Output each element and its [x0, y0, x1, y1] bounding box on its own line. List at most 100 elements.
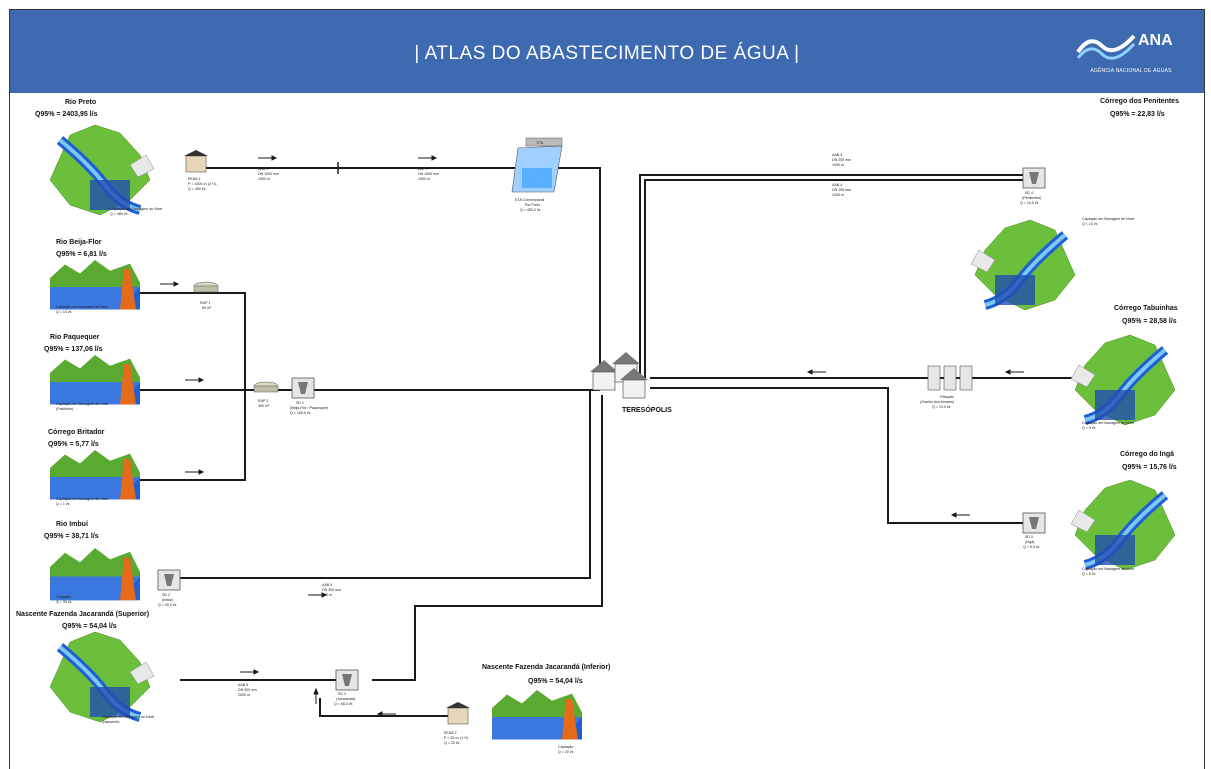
- britador-name: Córrego Britador: [48, 429, 105, 436]
- rap2-sub: 300 m³: [258, 404, 270, 408]
- header-bar: | ATLAS DO ABASTECIMENTO DE ÁGUA | ANA A…: [10, 10, 1204, 93]
- pipe-penitentes-2: [644, 179, 1025, 380]
- pipe-imbui: [180, 390, 591, 579]
- filtracao-cap: Q = 10,0 l/s: [932, 405, 951, 409]
- eeab1-sub: P = 1000 cv (2+1): [188, 182, 217, 186]
- aat2-sub: DN 1000 mm: [418, 172, 439, 176]
- aat4-sub: DN 150 mm: [832, 188, 851, 192]
- water-supply-diagram: ETA Rio Preto: [16, 98, 1205, 754]
- beija-flor-caption2: Q = 10 l/s: [56, 310, 72, 314]
- eeab2-sub: P = 25 cv (1+1): [444, 736, 469, 740]
- pipe-jacaranda-inf: [319, 698, 450, 717]
- sd3-cap: Q = 66,0 l/s: [334, 702, 353, 706]
- aat1-name: AAB 1: [258, 167, 268, 171]
- pipe-penitentes-1: [639, 174, 1025, 380]
- sd1-name: SD 1: [296, 401, 304, 405]
- eeab1-cap: Q = 450 l/s: [188, 187, 206, 191]
- sd3-name: SD 3: [338, 692, 346, 696]
- rap2-name: RAP 2: [258, 399, 268, 403]
- eeab1-name: EEAB 1: [188, 177, 201, 181]
- eeab2-cap: Q = 20 l/s: [444, 741, 460, 745]
- rio-preto-flow: Q95% = 2403,95 l/s: [35, 111, 98, 118]
- rap1-tank: [193, 281, 219, 293]
- paquequer-name: Rio Paquequer: [50, 334, 100, 341]
- eta-roof-label: ETA: [537, 141, 544, 145]
- britador-flow: Q95% = 5,77 l/s: [48, 441, 99, 448]
- aat2-name: AAT 2: [418, 167, 428, 171]
- britador-landscape: [50, 450, 140, 500]
- flow-arrows: [160, 155, 1024, 717]
- jacaranda-sup-flow: Q95% = 54,04 l/s: [62, 623, 117, 630]
- eta-name: ETA Convencional: [515, 198, 545, 202]
- rap1-name: RAP 1: [200, 301, 210, 305]
- sd5-cap: Q = 6,0 l/s: [1023, 545, 1040, 549]
- aab6-len: 2000 m: [238, 693, 250, 697]
- ana-logo: ANA AGÊNCIA NACIONAL DE ÁGUAS: [1076, 26, 1186, 82]
- eeab2-building: [446, 702, 470, 725]
- imbui-name: Rio Imbuí: [56, 521, 89, 528]
- sd4-box: [1022, 167, 1046, 189]
- imbui-landscape: [50, 548, 140, 601]
- eta-sub: Rio Preto: [525, 203, 540, 207]
- aat4-name: AAB 4: [832, 183, 842, 187]
- sd4-name: SD 4: [1025, 191, 1033, 195]
- filtracao-units: [927, 365, 973, 391]
- sd2-cap: Q = 30,0 l/s: [158, 603, 177, 607]
- aat1-sub: DN 1000 mm: [258, 172, 279, 176]
- jacaranda-inf-landscape: [492, 690, 582, 740]
- penitentes-name: Córrego dos Penitentes: [1100, 98, 1179, 105]
- sd4-cap: Q = 10,0 l/s: [1020, 201, 1039, 205]
- sd1-cap: Q = 160,0 l/s: [290, 411, 311, 415]
- logo-subtitle: AGÊNCIA NACIONAL DE ÁGUAS: [1090, 68, 1172, 74]
- beija-flor-flow: Q95% = 6,81 l/s: [56, 251, 107, 258]
- jacaranda-inf-caption2: Q = 20 l/s: [558, 750, 574, 754]
- sd5-sub: (Ingá): [1025, 540, 1034, 544]
- sd3-box: [335, 669, 359, 691]
- rio-preto-name: Rio Preto: [65, 99, 96, 106]
- tabuinhas-flow: Q95% = 28,58 l/s: [1122, 318, 1177, 325]
- aat5-len: 100 m: [322, 593, 332, 597]
- city-houses-icon: [590, 352, 648, 399]
- rap2-tank: [253, 381, 279, 393]
- tabuinhas-name: Córrego Tabuinhas: [1114, 305, 1178, 312]
- tabuinhas-caption: Captação em Barragem de Nível: [1082, 421, 1135, 425]
- tabuinhas-landscape: [1071, 335, 1175, 425]
- filtracao-sub: (Granito dos Amores): [920, 400, 954, 404]
- pipe-rio-preto: [190, 167, 601, 380]
- jacaranda-inf-caption: Captação: [558, 745, 573, 749]
- jacaranda-inf-flow: Q95% = 54,04 l/s: [528, 678, 583, 685]
- paquequer-caption2: (Paiolinho): [56, 407, 73, 411]
- aat2-len: 1000 m: [418, 177, 430, 181]
- sd5-box: [1022, 512, 1046, 534]
- aat1-len: 1000 m: [258, 177, 270, 181]
- filtracao-name: Filtração: [940, 395, 954, 399]
- beija-flor-landscape: [50, 260, 140, 310]
- aat5-sub: DN 300 mm: [322, 588, 341, 592]
- paquequer-caption: Captação em Barragem de Nível: [56, 402, 109, 406]
- beija-flor-name: Rio Beija-Flor: [56, 239, 102, 246]
- jacaranda-sup-caption: Captação em Barragem de Nível: [102, 715, 155, 719]
- sd1-box: [291, 377, 315, 399]
- eta-building: ETA: [511, 137, 563, 193]
- imbui-flow: Q95% = 38,71 l/s: [44, 533, 99, 540]
- page-frame: | ATLAS DO ABASTECIMENTO DE ÁGUA | ANA A…: [9, 9, 1205, 769]
- penitentes-caption2: Q = 10 l/s: [1082, 222, 1098, 226]
- imbui-caption: Captação: [56, 595, 71, 599]
- jacaranda-sup-caption2: (Nascente): [102, 720, 120, 724]
- aab6-name: AAB 6: [238, 683, 248, 687]
- paquequer-landscape: [50, 355, 140, 405]
- aat3-name: AAB 3: [832, 153, 842, 157]
- pipe-inga: [650, 387, 1030, 524]
- britador-caption: Captação em Barragem de Nível: [56, 497, 109, 501]
- inga-flow: Q95% = 15,76 l/s: [1122, 464, 1177, 471]
- pipe-beija-flor: [140, 292, 246, 481]
- inga-name: Córrego do Ingá: [1120, 451, 1174, 458]
- sd5-name: SD 5: [1025, 535, 1033, 539]
- eeab1-building: [184, 150, 208, 173]
- inga-landscape: [1071, 480, 1175, 570]
- rio-preto-caption2: Q = 480 l/s: [110, 212, 128, 216]
- sd2-box: [157, 569, 181, 591]
- page-title: | ATLAS DO ABASTECIMENTO DE ÁGUA |: [414, 43, 800, 64]
- rio-preto-caption: Captação em Barragem de Nível: [110, 207, 163, 211]
- logo-name: ANA: [1138, 32, 1173, 49]
